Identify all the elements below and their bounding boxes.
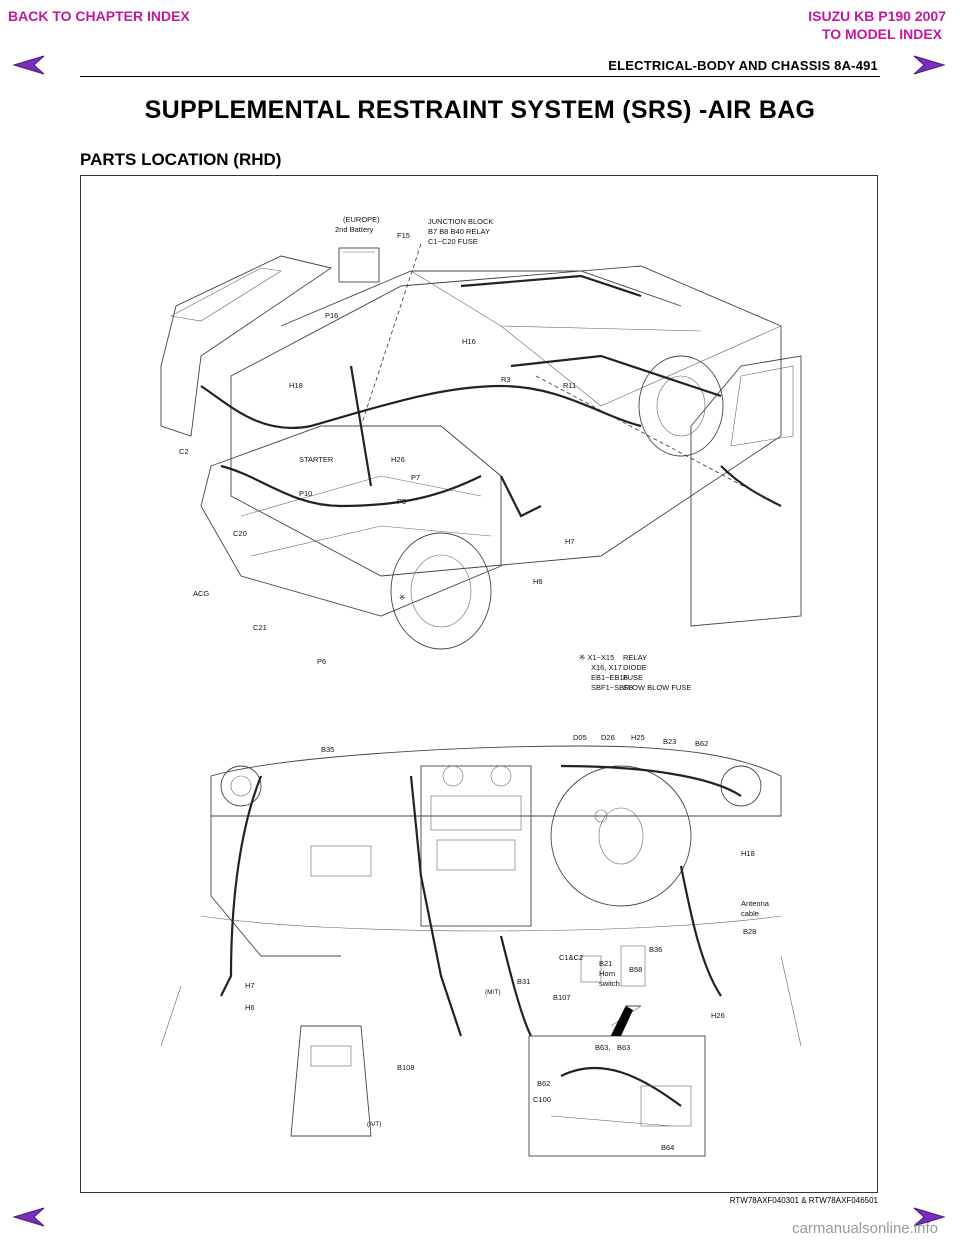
inset-label-c100: C100 [533, 1095, 551, 1104]
back-to-chapter-index-link[interactable]: BACK TO CHAPTER INDEX [8, 8, 190, 24]
label-junction-block: JUNCTION BLOCK [428, 217, 493, 226]
label-b35-top: B35 [321, 745, 334, 754]
label-b108: B108 [397, 1063, 415, 1072]
to-model-index-link[interactable]: TO MODEL INDEX [821, 26, 942, 42]
label-horn: Horn [599, 969, 615, 978]
legend-code-3: EB1~EB16 [591, 673, 628, 682]
label-second-battery: 2nd Battery [335, 225, 374, 234]
label-fuse: C1~C20 FUSE [428, 237, 478, 246]
label-switch: switch [599, 979, 620, 988]
legend-code-2: X16, X17 [591, 663, 622, 672]
label-b36: B36 [649, 945, 662, 954]
legend-code-4: SBF1~SBF8 [591, 683, 633, 692]
label-b62-top: B62 [695, 739, 708, 748]
label-b28: B28 [743, 927, 756, 936]
label-c20: C20 [233, 529, 247, 538]
inset-labels: B63, B63 B62 C100 B64 [533, 1043, 674, 1152]
page-subtitle: PARTS LOCATION (RHD) [80, 150, 282, 169]
inset-box [528, 1035, 706, 1157]
label-h25: H25 [631, 733, 645, 742]
next-page-arrow-icon-bottom[interactable] [912, 1206, 946, 1228]
header-rule [80, 76, 880, 77]
vehicle-illustration [160, 243, 802, 650]
label-h7-dash: H7 [245, 981, 255, 990]
label-h18: H18 [289, 381, 303, 390]
watermark-text: carmanualsonline.info [792, 1220, 938, 1237]
page-title: SUPPLEMENTAL RESTRAINT SYSTEM (SRS) -AIR… [144, 96, 816, 124]
previous-page-arrow-icon[interactable] [12, 54, 46, 76]
label-c2: C2 [179, 447, 189, 456]
inset-label-b63-b: B63 [617, 1043, 630, 1052]
legend-desc-2: DIODE [623, 663, 647, 672]
inset-label-b62: B62 [537, 1079, 550, 1088]
legend-table: ※ X1~X15 RELAY X16, X17 DIODE EB1~EB16 F… [579, 653, 691, 692]
label-h26-dash: H26 [711, 1011, 725, 1020]
label-h18-dash: H18 [741, 849, 755, 858]
label-p7: P7 [411, 473, 420, 482]
legend-desc-3: FUSE [623, 673, 643, 682]
wiring-diagram: (EUROPE) 2nd Battery F15 JUNCTION BLOCK … [160, 215, 802, 1157]
label-acg: ACG [193, 589, 209, 598]
label-h7: H7 [565, 537, 575, 546]
label-b23: B23 [663, 737, 676, 746]
legend-desc-4: SLOW BLOW FUSE [623, 683, 691, 692]
label-b107: B107 [553, 993, 571, 1002]
label-b58: B58 [629, 965, 642, 974]
label-c1c2: C1&C2 [559, 953, 583, 962]
dashboard-labels: B35 D05 D26 H25 B23 B62 H18 Antenna cabl… [245, 733, 770, 1128]
label-h6-dash: H6 [245, 1003, 255, 1012]
label-h26: H26 [391, 455, 405, 464]
label-h16: H16 [462, 337, 476, 346]
label-d05: D05 [573, 733, 587, 742]
inset-label-b63-a: B63, [595, 1043, 610, 1052]
inset-label-b64: B64 [661, 1143, 674, 1152]
label-mt: (M/T) [485, 989, 501, 996]
label-f15: F15 [397, 231, 410, 240]
dashboard-illustration [160, 745, 802, 1157]
label-starter: STARTER [299, 455, 334, 464]
label-d26: D26 [601, 733, 615, 742]
parts-location-figure: (EUROPE) 2nd Battery F15 JUNCTION BLOCK … [80, 175, 878, 1193]
label-europe: (EUROPE) [343, 215, 380, 224]
label-at: (A/T) [367, 1121, 381, 1128]
label-p16: P16 [325, 311, 338, 320]
label-p10: P10 [299, 489, 312, 498]
previous-page-arrow-icon-bottom[interactable] [12, 1206, 46, 1228]
label-r3: R3 [501, 375, 511, 384]
label-b31: B31 [517, 977, 530, 986]
label-x-mark: ※ [399, 593, 405, 602]
label-relay: B7 B8 B40 RELAY [428, 227, 490, 236]
label-c21: C21 [253, 623, 267, 632]
figure-reference-id: RTW78AXF040301 & RTW78AXF046501 [729, 1196, 878, 1205]
model-title-link[interactable]: ISUZU KB P190 2007 [808, 8, 946, 24]
label-r11: R11 [563, 381, 576, 390]
label-h6: H6 [533, 577, 543, 586]
engine-bay-labels: (EUROPE) 2nd Battery F15 JUNCTION BLOCK … [179, 215, 576, 666]
next-page-arrow-icon[interactable] [912, 54, 946, 76]
label-antenna: Antenna [741, 899, 770, 908]
section-header: ELECTRICAL-BODY AND CHASSIS 8A-491 [608, 58, 878, 73]
legend-desc-1: RELAY [623, 653, 647, 662]
legend-code-1: ※ X1~X15 [579, 653, 614, 662]
label-p6: P6 [317, 657, 326, 666]
second-battery-shape [338, 247, 380, 283]
label-b21: B21 [599, 959, 612, 968]
label-cable: cable [741, 909, 759, 918]
label-p5: P5 [397, 497, 406, 506]
